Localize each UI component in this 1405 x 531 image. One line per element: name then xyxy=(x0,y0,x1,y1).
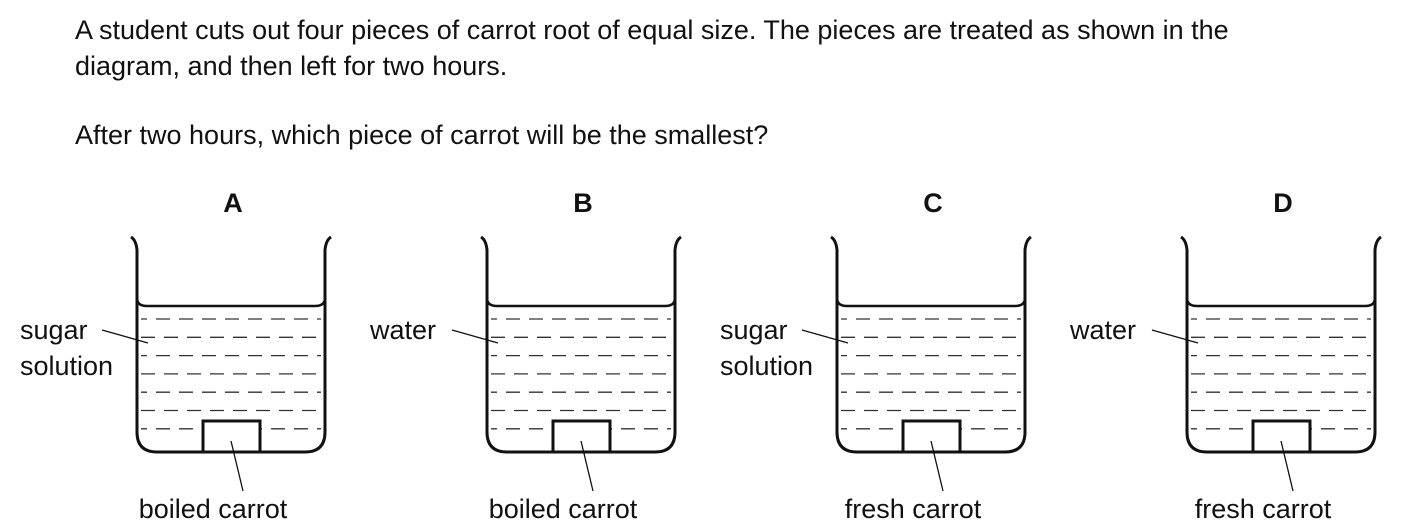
carrot-piece xyxy=(1251,419,1312,454)
liquid-label: water xyxy=(1069,315,1136,345)
liquid-surface xyxy=(135,297,327,308)
liquid-fill xyxy=(1191,318,1371,430)
option-label: D xyxy=(1273,188,1293,218)
liquid-label: sugar xyxy=(720,315,788,345)
carrot-piece xyxy=(201,419,262,454)
liquid-leader-line xyxy=(1151,329,1199,344)
carrot-leader-line xyxy=(580,440,594,492)
carrot-leader-line xyxy=(930,440,944,492)
carrot-label: fresh carrot xyxy=(845,494,982,524)
question-text-line-1: A student cuts out four pieces of carrot… xyxy=(75,15,1229,45)
option-label: C xyxy=(923,188,943,218)
liquid-surface xyxy=(485,297,677,308)
liquid-label: water xyxy=(369,315,436,345)
carrot-label: fresh carrot xyxy=(1195,494,1332,524)
option-label: A xyxy=(223,188,243,218)
option-label: B xyxy=(573,188,593,218)
liquid-surface xyxy=(1185,297,1377,308)
carrot-leader-line xyxy=(230,440,244,492)
liquid-label: solution xyxy=(20,351,113,381)
carrot-piece xyxy=(551,419,612,454)
liquid-label: solution xyxy=(720,351,813,381)
liquid-leader-line xyxy=(801,329,849,344)
liquid-leader-line xyxy=(101,329,149,344)
carrot-label: boiled carrot xyxy=(139,494,288,524)
liquid-leader-line xyxy=(451,329,499,344)
carrot-leader-line xyxy=(1280,440,1294,492)
question-prompt: After two hours, which piece of carrot w… xyxy=(75,120,769,150)
liquid-label: sugar xyxy=(20,315,88,345)
liquid-fill xyxy=(141,318,321,430)
carrot-label: boiled carrot xyxy=(489,494,638,524)
carrot-piece xyxy=(901,419,962,454)
question-text-line-2: diagram, and then left for two hours. xyxy=(75,51,508,81)
liquid-fill xyxy=(841,318,1021,430)
liquid-surface xyxy=(835,297,1027,308)
liquid-fill xyxy=(491,318,671,430)
